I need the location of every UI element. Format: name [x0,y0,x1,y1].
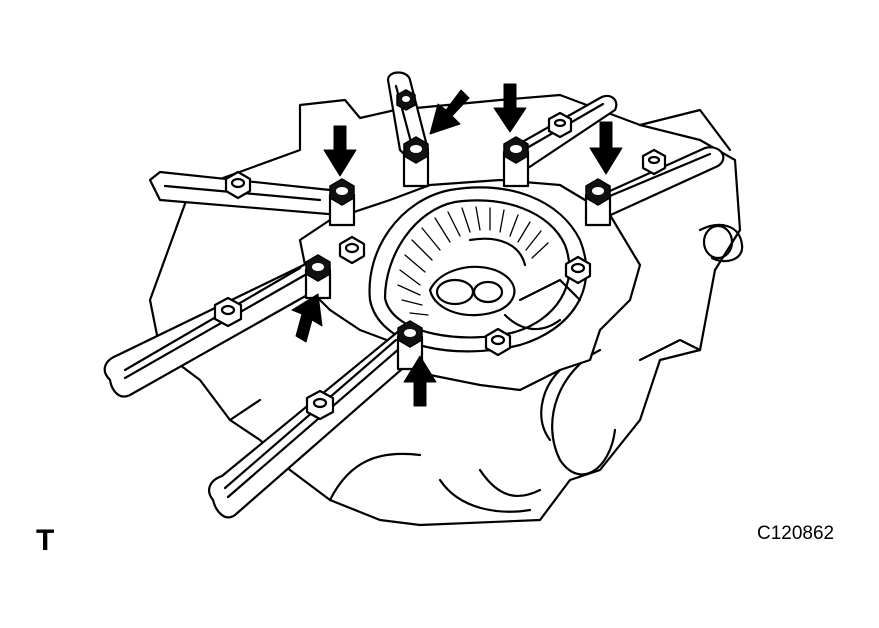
holding-straps [103,71,725,519]
arrow [403,355,437,407]
pointer-arrows [291,83,623,407]
bolt [484,327,512,357]
view-label: T [36,524,55,557]
marked-nut [396,89,416,111]
marked-nut [403,136,429,164]
bolt [305,389,335,421]
marked-nuts [305,89,611,348]
marked-nut [397,320,423,348]
bolt [338,235,366,265]
figure-code: C120862 [757,523,835,544]
ring-gear-teeth [397,206,549,316]
arrow [291,293,323,343]
bolt [564,255,592,285]
carrier-flange [298,178,642,392]
bolt [641,148,667,176]
marked-nut [585,178,611,206]
bolt [213,296,243,328]
bolt [224,170,252,200]
marked-nut [503,136,529,164]
bolt [547,111,573,139]
arrow [493,83,527,133]
marked-nut [305,254,331,282]
arrow [323,125,357,177]
strap-bolts [213,111,667,421]
arrow [429,89,470,135]
arrow [589,121,623,175]
marked-nut [329,178,355,206]
